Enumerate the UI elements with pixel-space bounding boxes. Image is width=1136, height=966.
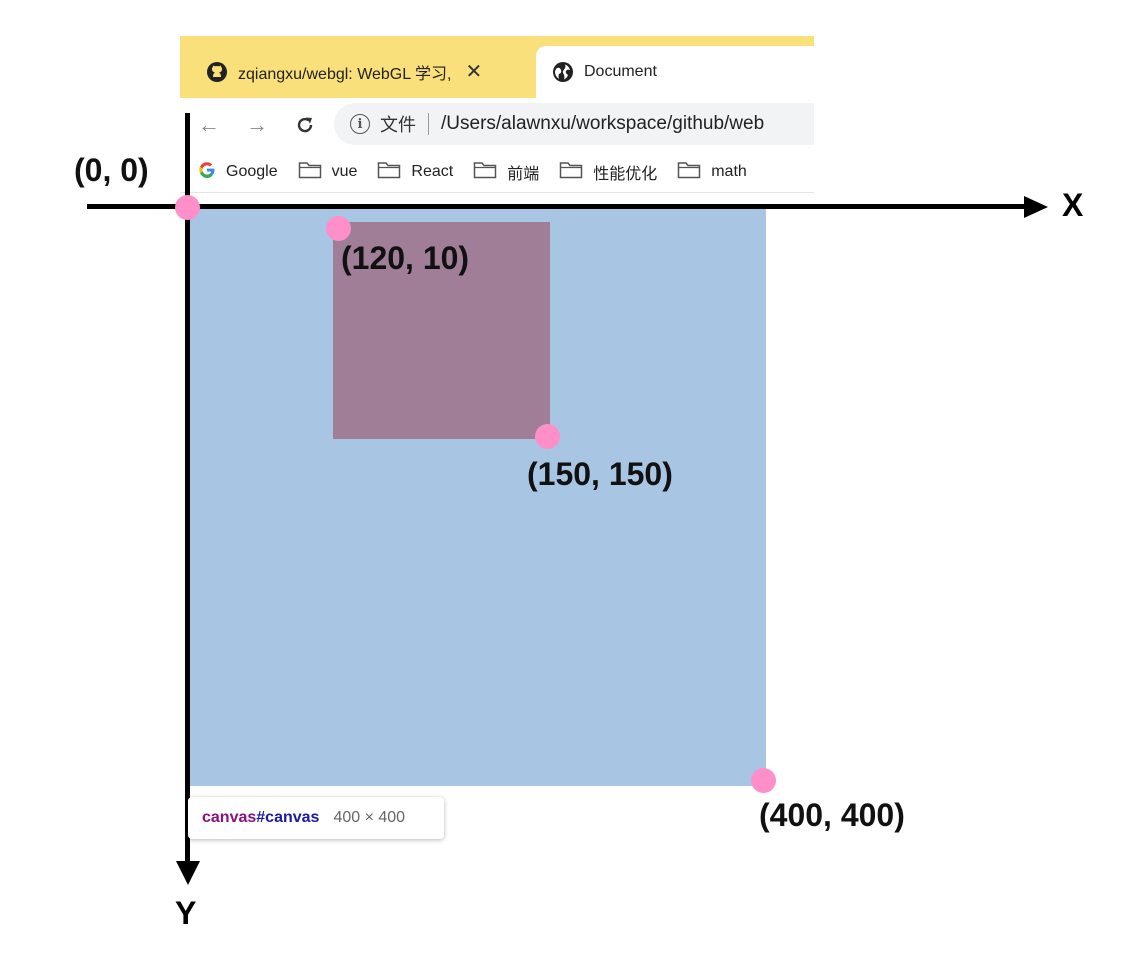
rect-bottom-right-point — [535, 424, 560, 449]
tab-label: Document — [584, 63, 657, 80]
bookmark-label: 性能优化 — [593, 166, 658, 183]
tooltip-id: #canvas — [256, 809, 320, 826]
github-icon — [206, 61, 228, 83]
bookmark-performance[interactable]: 性能优化 — [559, 160, 657, 184]
rect-top-left-point — [326, 216, 351, 241]
bookmark-math[interactable]: math — [677, 161, 747, 184]
y-axis-line — [185, 113, 190, 865]
file-scheme-label: 文件 — [380, 115, 416, 135]
bookmark-vue[interactable]: vue — [298, 161, 358, 184]
tab-github[interactable]: zqiangxu/webgl: WebGL 学习, ✕ — [180, 46, 530, 98]
bookmark-google[interactable]: Google — [198, 161, 278, 184]
bookmarks-bar: Google vue React 前端 性能优化 math — [180, 152, 814, 193]
y-axis-label: Y — [175, 895, 197, 931]
y-axis-arrow-icon — [176, 861, 200, 885]
tab-label: zqiangxu/webgl: WebGL 学习, — [238, 66, 452, 83]
globe-icon — [552, 61, 574, 83]
bookmark-label: 前端 — [507, 166, 540, 183]
google-icon — [198, 161, 216, 184]
back-arrow-icon[interactable]: ← — [198, 112, 220, 137]
reload-icon[interactable] — [292, 112, 318, 138]
navigation-bar: ← → i 文件 /Users/alawnxu/workspace/github… — [180, 98, 814, 152]
canvas-bottom-right-point — [751, 768, 776, 793]
bookmark-react[interactable]: React — [377, 161, 453, 184]
folder-icon — [677, 161, 701, 184]
origin-label: (0, 0) — [74, 152, 149, 188]
omnibox-divider — [428, 113, 429, 135]
tab-strip: zqiangxu/webgl: WebGL 学习, ✕ Document — [180, 36, 814, 98]
devtools-inspect-tooltip: canvas#canvas 400 × 400 — [188, 797, 444, 839]
x-axis-label: X — [1062, 187, 1084, 223]
folder-icon — [298, 161, 322, 184]
browser-window: zqiangxu/webgl: WebGL 学习, ✕ Document ← →… — [180, 36, 814, 196]
tooltip-caret — [204, 788, 222, 797]
canvas-bottom-right-label: (400, 400) — [759, 797, 905, 833]
drawn-square — [333, 222, 550, 439]
url-text[interactable]: /Users/alawnxu/workspace/github/web — [441, 113, 765, 134]
bookmark-label: React — [411, 163, 454, 180]
folder-icon — [473, 161, 497, 184]
tab-document[interactable]: Document — [536, 46, 814, 98]
bookmark-label: math — [711, 163, 747, 180]
x-axis-arrow-icon — [1024, 196, 1048, 218]
bookmark-label: Google — [226, 163, 278, 180]
tooltip-size: 400 × 400 — [333, 809, 406, 826]
forward-arrow-icon[interactable]: → — [246, 112, 268, 137]
folder-icon — [377, 161, 401, 184]
origin-point — [175, 195, 200, 220]
address-bar[interactable]: i 文件 /Users/alawnxu/workspace/github/web — [334, 103, 814, 145]
close-icon[interactable]: ✕ — [465, 61, 483, 83]
info-icon[interactable]: i — [350, 114, 370, 134]
bookmark-label: vue — [331, 163, 358, 180]
rect-bottom-right-label: (150, 150) — [527, 456, 673, 492]
rect-top-left-label: (120, 10) — [341, 240, 470, 276]
bookmark-frontend[interactable]: 前端 — [473, 160, 539, 184]
x-axis-line — [87, 204, 1027, 209]
folder-icon — [559, 161, 583, 184]
tooltip-tag: canvas — [202, 809, 257, 826]
